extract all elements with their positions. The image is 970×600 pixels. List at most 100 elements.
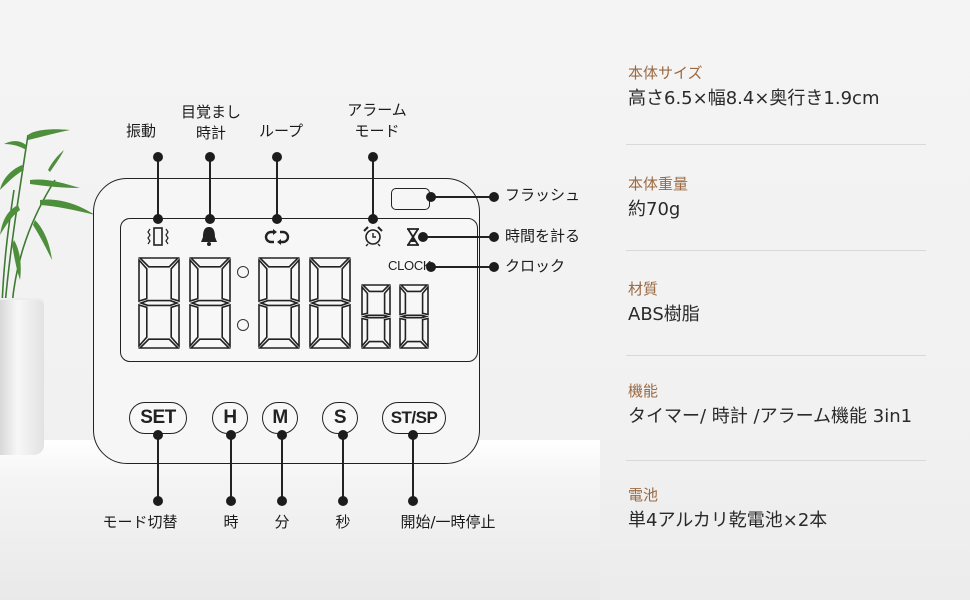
lcd-segment — [189, 338, 231, 349]
callout-dot — [418, 232, 428, 242]
lcd-segment — [189, 257, 231, 268]
spec-function: 機能 タイマー/ 時計 /アラーム機能 3in1 — [628, 382, 928, 428]
callout-line-clock — [430, 266, 494, 268]
spec-value: タイマー/ 時計 /アラーム機能 3in1 — [628, 406, 913, 427]
lcd-segment — [309, 257, 319, 303]
label-second: 秒 — [335, 513, 351, 531]
callout-line-alarm-mode — [372, 157, 374, 219]
callout-dot — [338, 496, 348, 506]
flash-light — [391, 188, 430, 210]
callout-dot — [226, 496, 236, 506]
callout-dot — [489, 232, 499, 242]
lcd-segment — [398, 314, 430, 319]
lcd-segment — [309, 257, 351, 268]
callout-line-alarm-clock — [209, 157, 211, 219]
label-alarm-clock-line1: 目覚まし — [180, 103, 242, 121]
clock-indicator: CLOCK — [388, 258, 432, 273]
spec-label: 材質 — [628, 280, 659, 298]
label-alarm-clock-line2: 時計 — [195, 124, 227, 142]
spec-value: 単4アルカリ乾電池×2本 — [628, 510, 828, 531]
spec-value: 高さ6.5×幅8.4×奥行き1.9cm — [628, 88, 880, 109]
lcd-segment — [421, 284, 429, 316]
lcd-segment — [399, 284, 429, 293]
lcd-segment — [138, 257, 148, 303]
label-vibration: 振動 — [125, 122, 157, 140]
lcd-segment — [309, 338, 351, 349]
label-alarm-mode-line2: モード — [354, 122, 400, 140]
lcd-segment — [383, 284, 391, 316]
start-stop-button[interactable]: ST/SP — [382, 402, 446, 434]
spec-label: 機能 — [628, 382, 659, 400]
spec-value: 約70g — [628, 199, 681, 220]
callout-dot — [277, 430, 287, 440]
table-surface — [0, 440, 600, 600]
lcd-segment — [258, 303, 268, 349]
lcd-digit — [189, 257, 231, 349]
label-start-pause: 開始/一時停止 — [400, 513, 496, 531]
lcd-segment — [399, 284, 407, 316]
callout-line-hour — [230, 435, 232, 501]
lcd-segment — [189, 257, 199, 303]
lcd-segment — [138, 303, 148, 349]
callout-dot — [368, 152, 378, 162]
label-minute: 分 — [274, 513, 290, 531]
lcd-segment — [189, 303, 199, 349]
plant-leaves-icon — [0, 129, 95, 306]
loop-icon — [264, 229, 290, 245]
lcd-segment — [221, 257, 231, 303]
callout-dot — [426, 192, 436, 202]
lcd-digit — [360, 284, 392, 349]
lcd-segment — [290, 303, 300, 349]
lcd-segment — [170, 303, 180, 349]
plant-pot — [0, 300, 44, 455]
callout-dot — [277, 496, 287, 506]
lcd-segment — [258, 257, 268, 303]
lcd-segment — [421, 317, 429, 349]
callout-dot — [489, 262, 499, 272]
lcd-segment — [258, 338, 300, 349]
spec-value: ABS樹脂 — [628, 304, 700, 325]
lcd-digit — [309, 257, 351, 349]
callout-dot — [426, 262, 436, 272]
callout-dot — [226, 430, 236, 440]
spec-size: 本体サイズ 高さ6.5×幅8.4×奥行き1.9cm — [628, 64, 928, 110]
lcd-segment — [361, 340, 391, 349]
label-timer: 時間を計る — [505, 227, 581, 245]
callout-line-minute — [281, 435, 283, 501]
lcd-segment — [383, 317, 391, 349]
colon-dot-top — [237, 266, 249, 278]
minute-button[interactable]: M — [262, 402, 298, 434]
callout-dot — [153, 152, 163, 162]
callout-line-loop — [276, 157, 278, 219]
set-button[interactable]: SET — [129, 402, 187, 434]
callout-line-timer — [422, 236, 494, 238]
callout-dot — [272, 152, 282, 162]
lcd-segment — [341, 303, 351, 349]
spec-weight: 本体重量 約70g — [628, 175, 928, 221]
lcd-segment — [399, 317, 407, 349]
callout-dot — [489, 192, 499, 202]
lcd-segment — [138, 257, 180, 268]
lcd-segment — [361, 284, 391, 293]
label-flash: フラッシュ — [505, 186, 581, 204]
lcd-segment — [170, 257, 180, 303]
second-button[interactable]: S — [322, 402, 358, 434]
spec-label: 本体重量 — [628, 175, 689, 193]
hourglass-icon — [407, 228, 419, 246]
callout-dot — [338, 430, 348, 440]
callout-line-set — [157, 435, 159, 501]
lcd-digit — [398, 284, 430, 349]
callout-dot — [408, 496, 418, 506]
callout-line-flash — [430, 196, 494, 198]
spec-label: 本体サイズ — [628, 64, 703, 82]
lcd-digit — [258, 257, 300, 349]
spec-divider — [626, 250, 926, 251]
lcd-segment — [258, 299, 300, 307]
callout-dot — [205, 214, 215, 224]
colon-dot-bottom — [237, 319, 249, 331]
lcd-segment — [138, 299, 180, 307]
lcd-segment — [360, 314, 392, 319]
lcd-segment — [290, 257, 300, 303]
bell-icon — [201, 227, 217, 246]
lcd-segment — [309, 303, 319, 349]
